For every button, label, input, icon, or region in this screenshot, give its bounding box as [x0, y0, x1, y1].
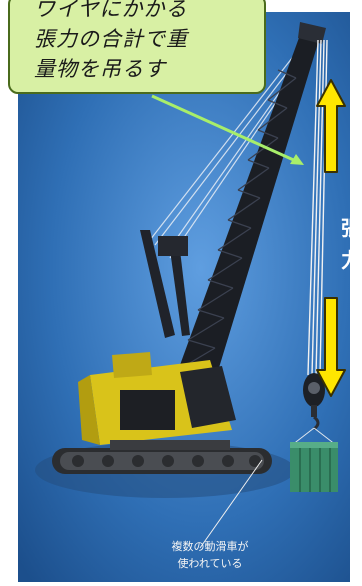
crane-body: [78, 352, 236, 450]
caption-line: 複数の動滑車が: [171, 540, 249, 553]
pulley-caption: 複数の動滑車が 使われている: [150, 538, 270, 572]
crawler-tracks: [52, 448, 272, 474]
tension-arrow-up: [316, 79, 346, 173]
tension-label-char: 力: [341, 248, 361, 272]
gantry: [140, 230, 190, 338]
tension-arrow-down: [316, 297, 346, 397]
callout-line: 張力の合計で重: [34, 27, 188, 51]
callout-line: 量物を吊るす: [34, 57, 166, 81]
callout-text: ワイヤにかかる 張力の合計で重 量物を吊るす: [34, 0, 264, 84]
hook-block: [303, 373, 325, 431]
suspended-load: [290, 427, 338, 492]
callout-box: [8, 0, 266, 94]
callout-line: ワイヤにかかる: [34, 0, 188, 21]
tension-label-char: 張: [341, 216, 361, 240]
caption-leader: [199, 459, 263, 549]
caption-line: 使われている: [177, 557, 243, 570]
callout-pointer: [151, 94, 304, 165]
